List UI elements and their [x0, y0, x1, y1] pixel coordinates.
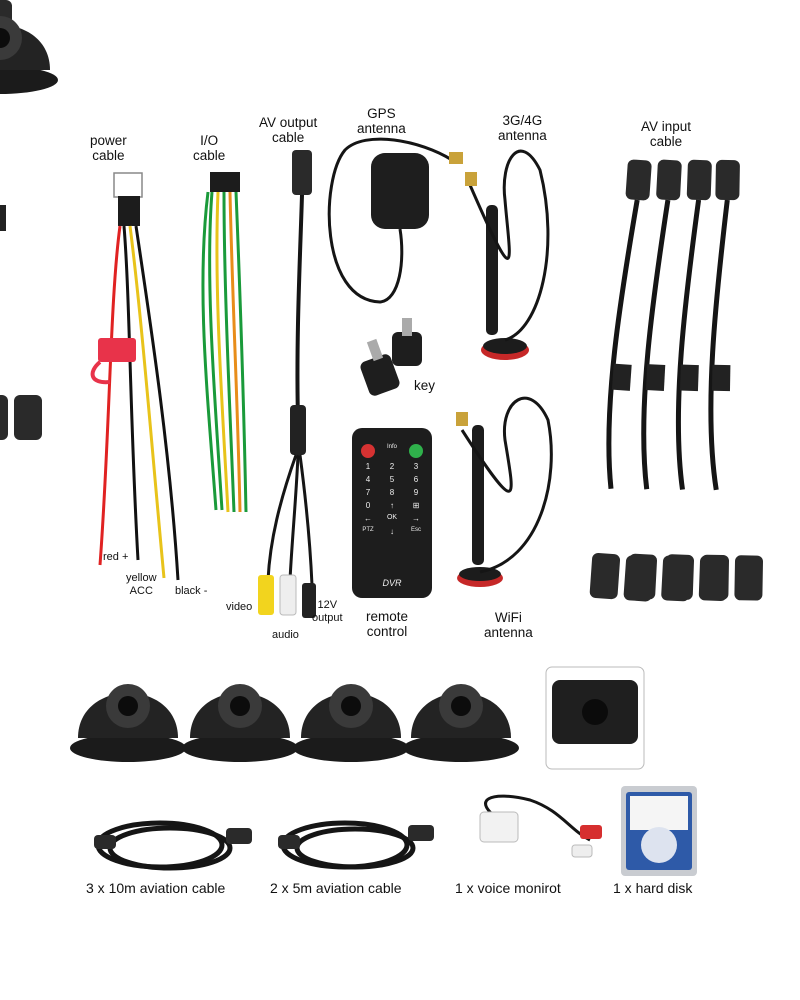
box-camera [545, 666, 645, 770]
aviation-cable-10m [94, 820, 252, 871]
remote-key: Info [386, 444, 397, 450]
remote-key: 3 [413, 462, 419, 471]
gps-antenna [327, 137, 463, 304]
power-cable [90, 172, 180, 581]
remote-key: 2 [389, 462, 395, 471]
av-output-cable [258, 150, 316, 618]
caption-hard-disk: 1 x hard disk [613, 880, 693, 896]
label-audio: audio [272, 629, 299, 641]
voice-monitor [479, 794, 602, 858]
aviation-cable-5m [278, 820, 434, 870]
label-wire-black: black - [175, 585, 208, 597]
dome-cameras [0, 16, 519, 762]
remote-key: ↓ [390, 527, 394, 536]
remote-key: 4 [365, 475, 371, 484]
label-key: key [414, 378, 436, 393]
remote-key: 7 [365, 488, 371, 497]
caption-10m-aviation-cable: 3 x 10m aviation cable [86, 880, 226, 896]
remote-key: OK [386, 514, 398, 521]
remote-power-key [361, 444, 375, 458]
remote-key: ← [364, 514, 372, 523]
wifi-antenna [456, 396, 553, 587]
key-set [360, 318, 422, 396]
remote-key: 0 [365, 501, 371, 510]
remote-green-key [409, 444, 423, 458]
caption-voice-monitor: 1 x voice monirot [455, 880, 561, 896]
label-wire-red: red + [103, 551, 129, 563]
label-video: video [226, 601, 253, 613]
remote-brand: DVR [382, 578, 402, 588]
remote-key: ⊞ [412, 501, 420, 510]
remote-control: Info 1 2 3 4 5 6 7 8 9 0 ↑ ⊞ ← OK → PTZ … [352, 428, 432, 598]
remote-key: 6 [413, 475, 419, 484]
cellular-antenna [465, 149, 550, 360]
remote-key: Esc [410, 527, 421, 533]
remote-key: → [412, 514, 420, 523]
io-cable [201, 172, 248, 513]
remote-key: 1 [365, 462, 371, 471]
remote-key: 5 [389, 475, 395, 484]
remote-key: ↑ [390, 501, 394, 510]
remote-key: 8 [389, 488, 395, 497]
remote-key: PTZ [362, 527, 374, 533]
hard-disk [621, 786, 697, 876]
caption-5m-aviation-cable: 2 x 5m aviation cable [270, 880, 402, 896]
remote-key: 9 [413, 488, 419, 497]
